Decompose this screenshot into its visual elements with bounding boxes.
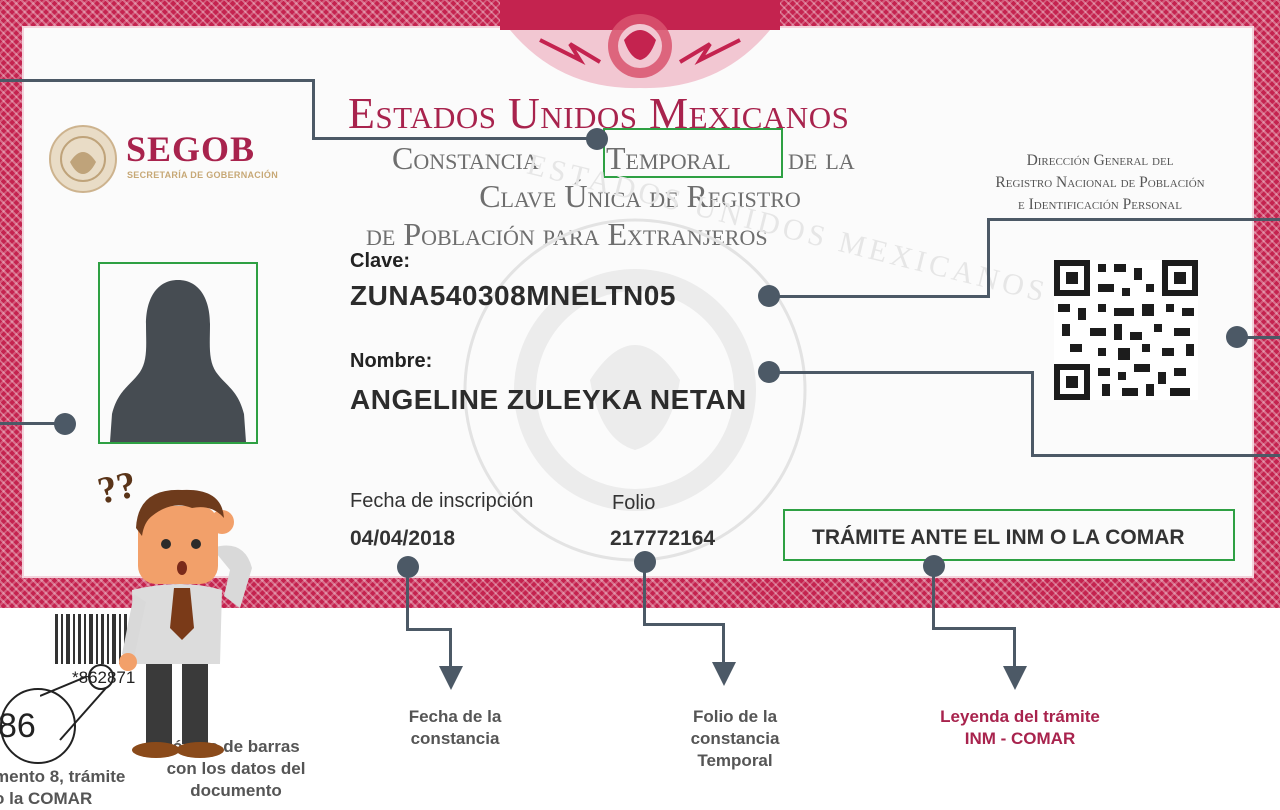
direction-line-2: Registro Nacional de Población [995,174,1205,191]
caption-left-line-2: o la COMAR [0,789,93,808]
folio-label: Folio [612,492,656,514]
callout-line-fecha-horizontal [406,628,452,631]
tramite-highlight-box [783,509,1235,561]
fecha-value: 04/04/2018 [350,527,456,550]
caption-fecha: Fecha de la constancia [380,706,530,750]
temporal-highlight-box [603,128,783,178]
callout-line-nombre-horizontal [768,371,1034,374]
fecha-label: Fecha de inscripción [350,490,534,512]
clave-label: Clave: [350,250,411,272]
zoom-connector-lines [40,676,107,741]
segob-logo-text: SEGOB [126,129,256,169]
caption-leyenda-line-1: Leyenda del trámite [940,707,1100,726]
callout-line-title-horizontal [312,137,598,140]
folio-value: 217772164 [610,527,716,550]
arrow-down-fecha-icon [439,666,463,690]
callout-line-photo [0,422,60,425]
confused-man-illustration [119,489,252,758]
caption-fecha-line-1: Fecha de la [408,707,502,726]
caption-folio-line-1: Folio de la [692,707,778,726]
national-emblem-banner [500,0,780,89]
caption-folio-line-2: constancia [690,729,780,748]
callout-line-clave-vertical [987,218,990,298]
qr-code-icon [1054,260,1198,400]
callout-line-tramite-horizontal [932,627,1016,630]
subtitle-line-2: Clave Única de Registro [479,178,801,214]
callout-line-folio-drop [722,623,725,665]
callout-line-nombre-vertical [1031,371,1034,457]
caption-folio-line-3: Temporal [697,751,773,770]
direction-block: Dirección General del Registro Nacional … [960,150,1240,216]
callout-line-title-vertical [312,79,315,140]
callout-line-title-top [0,79,314,82]
caption-left: mento 8, trámite o la COMAR [0,766,144,810]
callout-line-folio-vertical [643,561,646,625]
arrow-down-folio-icon [712,662,736,686]
caption-barcode-line-3: documento [190,781,282,800]
photo-frame [98,262,258,444]
callout-line-folio-horizontal [643,623,725,626]
callout-line-fecha-drop [449,628,452,670]
caption-folio: Folio de la constancia Temporal [660,706,810,772]
subtitle-word-temporal: Temporal [606,140,731,176]
segob-seal-icon [49,125,117,193]
direction-line-3: e Identificación Personal [1018,196,1182,213]
subtitle-word-de-la: de la [788,140,855,176]
caption-left-line-1: mento 8, trámite [0,767,126,786]
subtitle-word-constancia: Constancia [392,140,539,176]
clave-value: ZUNA540308MNELTN05 [350,280,676,311]
callout-line-tramite-drop [1013,627,1016,669]
caption-leyenda-line-2: INM - COMAR [964,729,1076,748]
caption-fecha-line-2: constancia [410,729,500,748]
barcode-digit-circle [88,664,114,690]
arrow-down-tramite-icon [1003,666,1027,690]
tramite-legend: TRÁMITE ANTE EL INM O LA COMAR [812,526,1185,549]
caption-barcode-line-2: con los datos del [166,759,306,778]
callout-line-qr [1236,336,1280,339]
callout-line-nombre-bottom [1031,454,1280,457]
callout-dot-temporal [586,128,608,150]
callout-line-clave-horizontal [768,295,990,298]
callout-line-clave-top [987,218,1280,221]
nombre-label: Nombre: [350,350,433,372]
callout-line-tramite-vertical [932,565,935,629]
callout-line-fecha-vertical [406,566,409,630]
caption-leyenda: Leyenda del trámite INM - COMAR [910,706,1130,750]
zoom-circle: 86 [0,688,76,764]
callout-dot-photo [54,413,76,435]
segob-subtitle: SECRETARÍA DE GOBERNACIÓN [127,170,279,180]
nombre-value: ANGELINE ZULEYKA NETAN [350,384,747,415]
direction-line-1: Dirección General del [1026,152,1174,169]
person-silhouette-icon [110,280,246,442]
